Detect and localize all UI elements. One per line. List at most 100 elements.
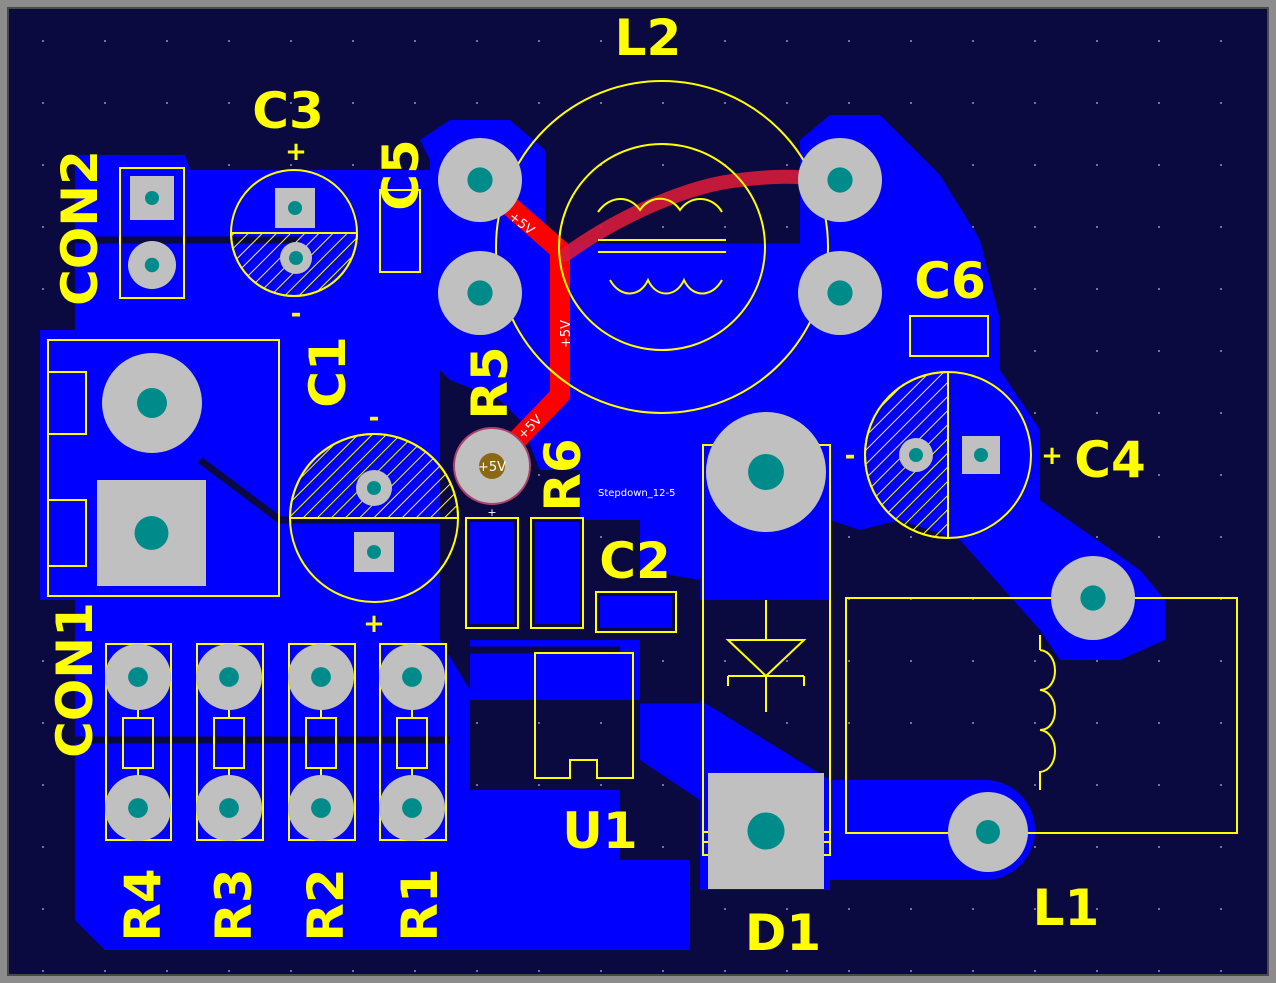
through-hole-pad[interactable] xyxy=(196,775,262,841)
footprint-r6[interactable] xyxy=(530,517,584,629)
grid-dot xyxy=(228,102,230,104)
designator-u1[interactable]: U1 xyxy=(562,802,637,860)
grid-dot xyxy=(1220,908,1222,910)
square-pad[interactable] xyxy=(97,480,206,586)
grid-dot xyxy=(786,40,788,42)
grid-dot xyxy=(1096,350,1098,352)
through-hole-pad[interactable] xyxy=(105,775,171,841)
grid-dot xyxy=(662,660,664,662)
grid-dot xyxy=(1158,784,1160,786)
designator-c2[interactable]: C2 xyxy=(599,532,670,590)
grid-dot xyxy=(1096,722,1098,724)
designator-c3[interactable]: C3 xyxy=(252,82,323,140)
through-hole-pad[interactable] xyxy=(288,644,354,710)
grid-dot xyxy=(1158,412,1160,414)
footprint-c6[interactable] xyxy=(909,315,989,357)
grid-dot xyxy=(42,846,44,848)
through-hole-pad[interactable] xyxy=(1051,556,1135,640)
grid-dot xyxy=(1158,102,1160,104)
via-r5[interactable]: +5V xyxy=(453,427,531,505)
grid-dot xyxy=(1220,288,1222,290)
grid-dot xyxy=(290,164,292,166)
footprint-c5[interactable] xyxy=(379,189,421,273)
designator-d1[interactable]: D1 xyxy=(745,904,821,962)
grid-dot xyxy=(1096,226,1098,228)
grid-dot xyxy=(600,536,602,538)
polarity-marks: + - - + - + + xyxy=(285,137,1063,639)
through-hole-pad[interactable] xyxy=(798,251,882,335)
grid-dot xyxy=(786,164,788,166)
through-hole-pad[interactable] xyxy=(948,792,1028,872)
designator-con2[interactable]: CON2 xyxy=(51,150,109,306)
grid-dot xyxy=(1096,164,1098,166)
designator-con1[interactable]: CON1 xyxy=(46,602,104,758)
grid-dot xyxy=(972,40,974,42)
grid-dot xyxy=(972,722,974,724)
net-label-5v-2: +5V xyxy=(559,320,574,348)
grid-dot xyxy=(786,226,788,228)
designator-c1[interactable]: C1 xyxy=(299,336,357,407)
square-pad[interactable] xyxy=(708,773,824,889)
through-hole-pad[interactable] xyxy=(798,138,882,222)
grid-dot xyxy=(476,970,478,972)
designator-r1[interactable]: R1 xyxy=(391,868,449,941)
designator-l2[interactable]: L2 xyxy=(615,9,682,67)
grid-dot xyxy=(600,970,602,972)
square-pad[interactable] xyxy=(130,176,174,220)
through-hole-pad[interactable] xyxy=(438,251,522,335)
grid-dot xyxy=(42,970,44,972)
through-hole-pad[interactable] xyxy=(280,242,312,274)
footprint-r5[interactable] xyxy=(465,517,519,629)
grid-dot xyxy=(1158,970,1160,972)
through-hole-pad[interactable] xyxy=(105,644,171,710)
grid-dot xyxy=(848,908,850,910)
grid-dot xyxy=(724,908,726,910)
through-hole-pad[interactable] xyxy=(196,644,262,710)
square-pad[interactable] xyxy=(275,188,315,228)
square-pad[interactable] xyxy=(962,436,1000,474)
designator-r4[interactable]: R4 xyxy=(114,868,172,941)
through-hole-pad[interactable] xyxy=(379,775,445,841)
through-hole-pad[interactable] xyxy=(128,241,176,289)
through-hole-pad[interactable] xyxy=(379,644,445,710)
grid-dot xyxy=(538,474,540,476)
grid-dot xyxy=(910,660,912,662)
grid-dot xyxy=(538,40,540,42)
footprint-con2[interactable] xyxy=(119,167,185,299)
grid-dot xyxy=(476,784,478,786)
footprint-l2[interactable] xyxy=(495,80,829,414)
grid-dot xyxy=(42,660,44,662)
designator-r3[interactable]: R3 xyxy=(205,868,263,941)
footprint-c2[interactable] xyxy=(595,591,677,633)
grid-dot xyxy=(1220,722,1222,724)
footprint-l1[interactable] xyxy=(845,597,1238,834)
pads xyxy=(97,138,1135,889)
through-hole-pad[interactable] xyxy=(356,470,392,506)
through-hole-pad[interactable] xyxy=(102,353,202,453)
square-pad[interactable] xyxy=(354,532,394,572)
grid-dot xyxy=(1034,846,1036,848)
grid-dot xyxy=(476,412,478,414)
designator-c5[interactable]: C5 xyxy=(372,139,430,210)
designator-c4[interactable]: C4 xyxy=(1074,431,1145,489)
designator-r2[interactable]: R2 xyxy=(297,868,355,941)
grid-dot xyxy=(724,40,726,42)
designator-r6[interactable]: R6 xyxy=(534,438,592,511)
footprint-con1[interactable] xyxy=(47,339,280,597)
through-hole-pad[interactable] xyxy=(706,412,826,532)
designator-l1[interactable]: L1 xyxy=(1033,879,1100,937)
grid-dot xyxy=(910,536,912,538)
designator-c6[interactable]: C6 xyxy=(914,252,985,310)
grid-dot xyxy=(910,722,912,724)
designator-r5[interactable]: R5 xyxy=(461,346,519,419)
grid-dot xyxy=(42,226,44,228)
grid-dot xyxy=(662,40,664,42)
through-hole-pad[interactable] xyxy=(438,138,522,222)
grid-dot xyxy=(1158,846,1160,848)
grid-dot xyxy=(910,40,912,42)
through-hole-pad[interactable] xyxy=(288,775,354,841)
grid-dot xyxy=(848,970,850,972)
footprint-u1[interactable] xyxy=(534,652,634,779)
through-hole-pad[interactable] xyxy=(899,438,933,472)
